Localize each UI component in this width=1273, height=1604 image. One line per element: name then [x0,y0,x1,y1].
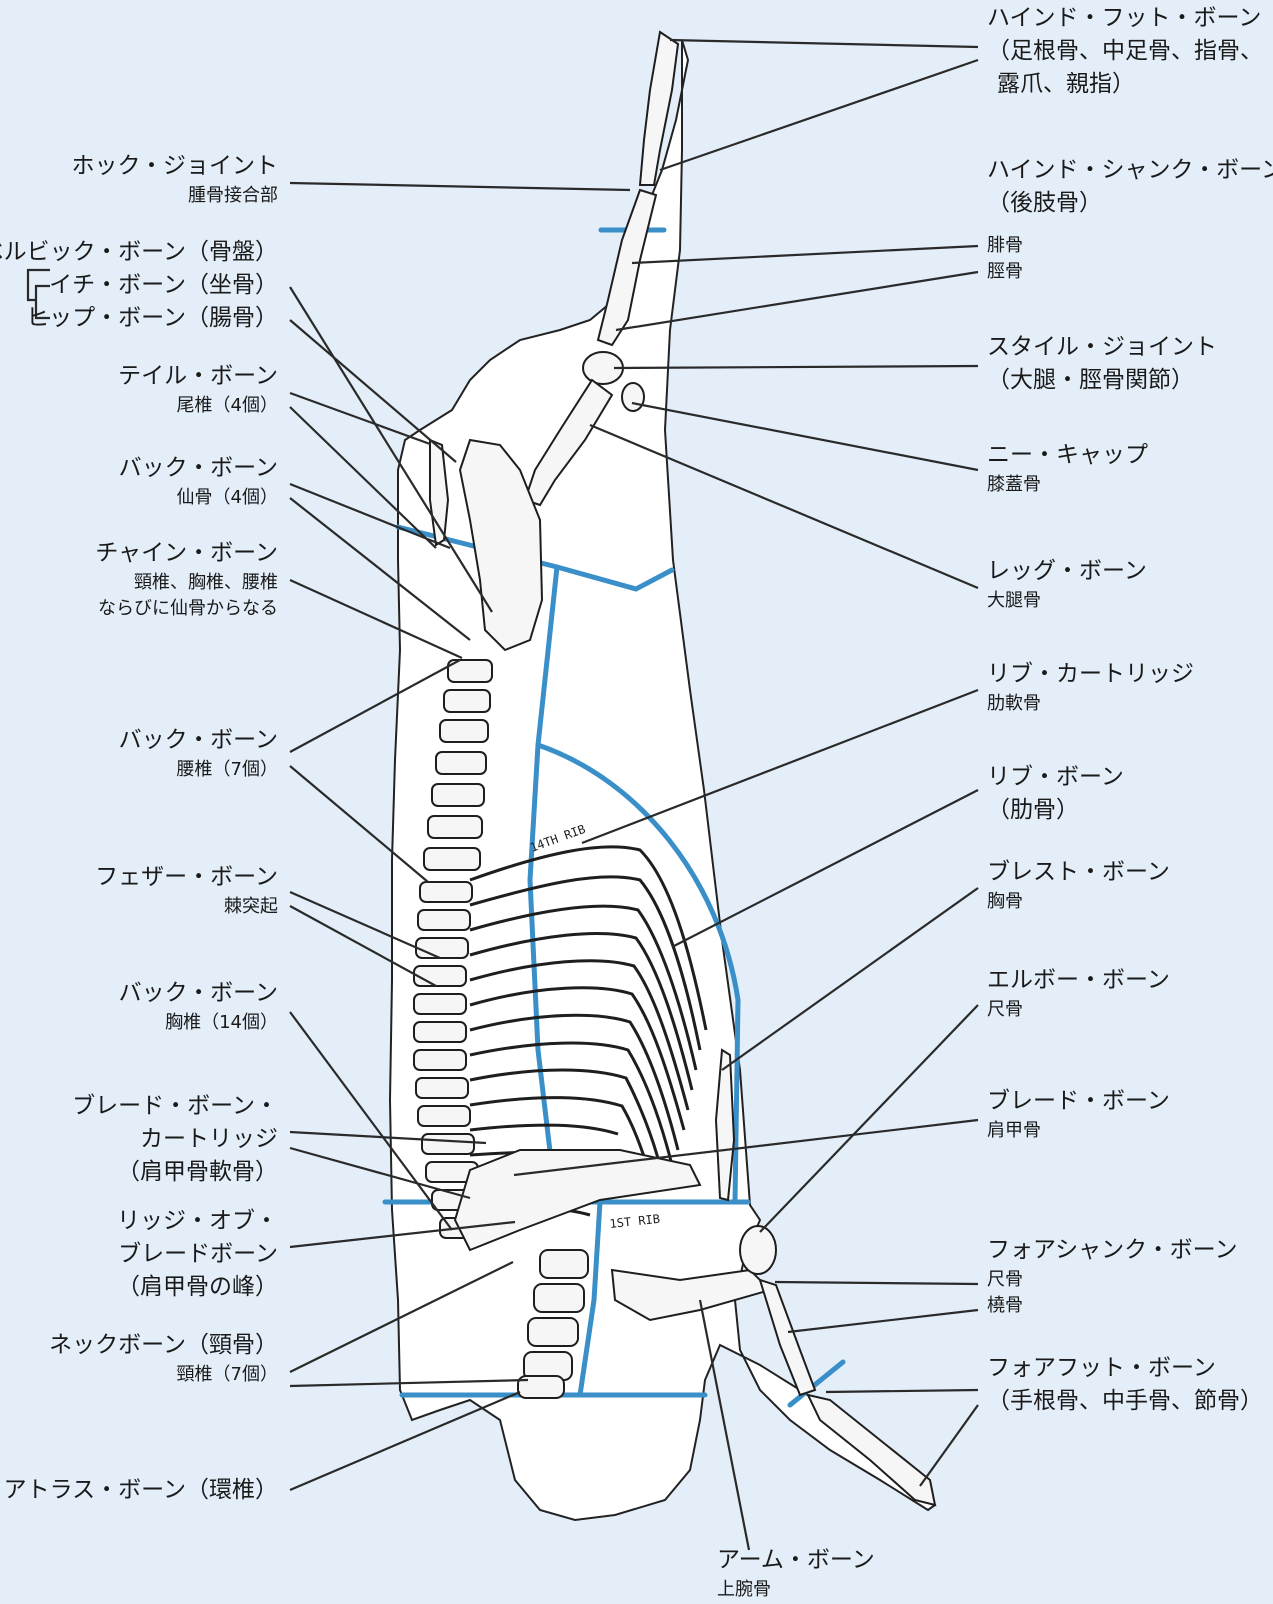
label-blade-bone: ブレード・ボーン 肩甲骨 [987,1085,1170,1144]
label-foreshank-bone: フォアシャンク・ボーン 尺骨 橈骨 [987,1234,1237,1319]
label-ridge-of-blade-bone: リッジ・オブ・ ブレードボーン （肩甲骨の峰） [117,1205,278,1304]
label-chine-bone: チャイン・ボーン 頸椎、胸椎、腰椎 ならびに仙骨からなる [95,537,278,622]
label-atlas-bone: アトラス・ボーン（環椎） [4,1474,278,1507]
label-hock-joint: ホック・ジョイント 腫骨接合部 [71,150,278,209]
label-knee-cap: ニー・キャップ 膝蓋骨 [987,439,1148,498]
label-stifle-joint: スタイル・ジョイント （大腿・脛骨関節） [987,331,1217,397]
label-elbow-bone: エルボー・ボーン 尺骨 [987,964,1170,1023]
label-hind-shank-bone: ハインド・シャンク・ボーン （後肢骨） [987,154,1273,220]
elbow-joint [740,1226,776,1274]
label-arm-bone: アーム・ボーン 上腕骨 [717,1544,875,1603]
label-forefoot-bone: フォアフット・ボーン （手根骨、中手骨、節骨） [987,1352,1263,1418]
label-fibula: 腓骨 脛骨 [987,233,1023,285]
label-rib-bone: リブ・ボーン （肋骨） [987,761,1124,827]
label-neck-bone: ネックボーン（頸骨） 頸椎（7個） [49,1329,278,1388]
label-breast-bone: ブレスト・ボーン 胸骨 [987,856,1170,915]
label-back-bone-thoracic: バック・ボーン 胸椎（14個） [119,977,278,1036]
arm-bone [612,1270,770,1320]
label-pelvic-bone: ベルビック・ボーン（骨盤） イチ・ボーン（坐骨） ヒップ・ボーン（腸骨） [0,236,278,335]
forefoot-bone [808,1395,935,1505]
label-feather-bone: フェザー・ボーン 棘突起 [95,861,278,920]
label-hind-foot-bone: ハインド・フット・ボーン （足根骨、中足骨、指骨、 露爪、親指） [987,2,1263,101]
label-blade-bone-cartilage: ブレード・ボーン・ カートリッジ （肩甲骨軟骨） [72,1090,278,1189]
label-rib-cartilage: リブ・カートリッジ 肋軟骨 [987,658,1194,717]
knee-cap [622,383,644,411]
label-back-bone-sacral: バック・ボーン 仙骨（4個） [119,452,278,511]
label-back-bone-lumbar: バック・ボーン 腰椎（7個） [119,724,278,783]
label-tail-bone: テイル・ボーン 尾椎（4個） [118,360,278,419]
label-leg-bone: レッグ・ボーン 大腿骨 [987,555,1147,614]
